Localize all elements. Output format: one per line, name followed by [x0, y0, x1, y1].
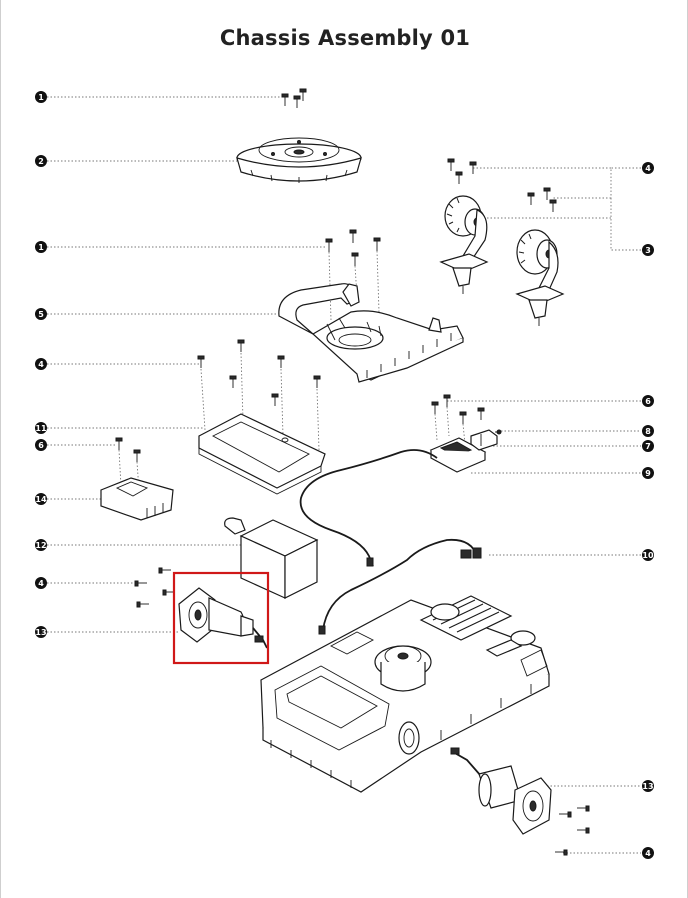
callout-badge-c5: 5: [35, 308, 47, 320]
wheel-assembly-left: [439, 158, 489, 294]
callout-label: 1: [38, 243, 44, 252]
callout-label: 7: [645, 442, 651, 451]
battery-pack: [224, 517, 319, 599]
screws-top: [281, 88, 307, 108]
callout-badge-c13b: 13: [642, 780, 654, 792]
callout-badge-c9: 9: [642, 467, 654, 479]
callout-badge-c1a: 1: [35, 91, 47, 103]
callout-label: 4: [645, 164, 651, 173]
callout-badge-c1b: 1: [35, 241, 47, 253]
callout-badge-c4d: 4: [642, 847, 654, 859]
callout-badge-c4b: 4: [35, 577, 47, 589]
top-disc-cover: [236, 137, 362, 183]
motor-assembly-right: [450, 747, 590, 856]
screws-row-2: [325, 229, 381, 321]
plate-screws: [197, 339, 321, 451]
callout-label: 6: [38, 441, 44, 450]
callout-badge-c4c: 4: [642, 162, 654, 174]
callout-badge-c8: 8: [642, 425, 654, 437]
callout-label: 11: [35, 424, 47, 433]
callout-badge-c3: 3: [642, 244, 654, 256]
callout-label: 13: [35, 628, 46, 637]
callout-badge-c6a: 6: [35, 439, 47, 451]
callout-badge-c11: 11: [35, 422, 47, 434]
callout-label: 4: [645, 849, 651, 858]
main-chassis: [260, 595, 550, 793]
callout-badge-c6b: 6: [642, 395, 654, 407]
cable-harness: [299, 449, 482, 635]
callout-label: 13: [642, 782, 653, 791]
callout-label: 4: [38, 579, 44, 588]
sensor-module: [429, 394, 502, 473]
callout-badge-c4a: 4: [35, 358, 47, 370]
callout-label: 3: [645, 246, 651, 255]
motor-bracket: [278, 283, 464, 383]
callout-badge-c10: 10: [642, 549, 654, 561]
callout-label: 14: [35, 495, 47, 504]
frame-plate: [198, 413, 326, 495]
side-bracket: [100, 477, 174, 521]
callout-label: 12: [35, 541, 46, 550]
callout-label: 8: [645, 427, 651, 436]
wheel-assembly-right: [515, 187, 565, 326]
callout-label: 4: [38, 360, 44, 369]
callout-label: 1: [38, 93, 44, 102]
callout-label: 9: [645, 469, 651, 478]
page-title: Chassis Assembly 01: [219, 26, 471, 50]
callout-label: 10: [642, 551, 654, 560]
callout-label: 6: [645, 397, 651, 406]
callout-badge-c13a: 13: [35, 626, 47, 638]
bracket-screws: [115, 437, 141, 491]
callout-badge-c12: 12: [35, 539, 47, 551]
leader-lines: [47, 96, 641, 854]
callout-badge-c7: 7: [642, 440, 654, 452]
callout-badge-c2: 2: [35, 155, 47, 167]
callout-label: 5: [38, 310, 44, 319]
callout-label: 2: [38, 157, 44, 166]
highlight-box: [172, 571, 270, 665]
motor-assembly-left: [134, 567, 268, 649]
callout-badge-c14: 14: [35, 493, 47, 505]
